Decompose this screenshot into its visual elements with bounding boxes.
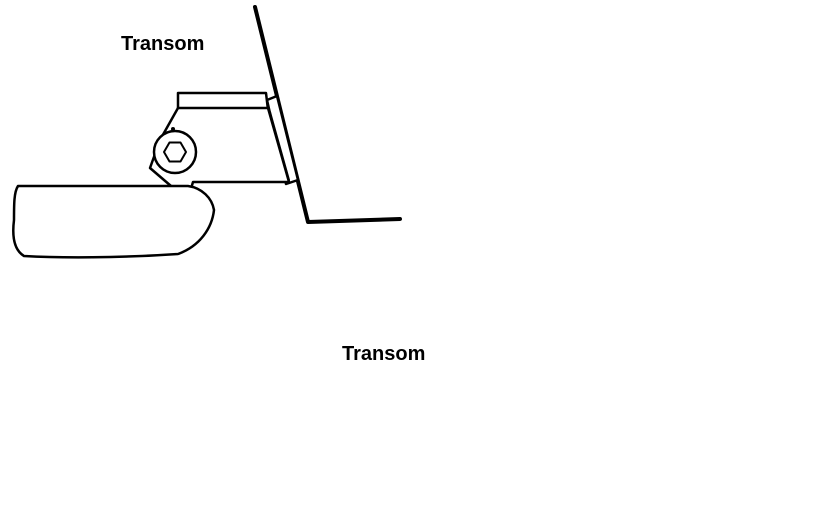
transom-label-side-view: Transom [121,33,205,55]
side-view [12,5,402,259]
side-pivot-bolt-hex [163,141,187,163]
side-bracket-edge [269,111,290,181]
side-transom-line [253,5,402,224]
transom-label-perspective-view: Transom [342,343,426,365]
side-pivot-dot [171,127,175,131]
side-transducer-housing [12,184,216,259]
